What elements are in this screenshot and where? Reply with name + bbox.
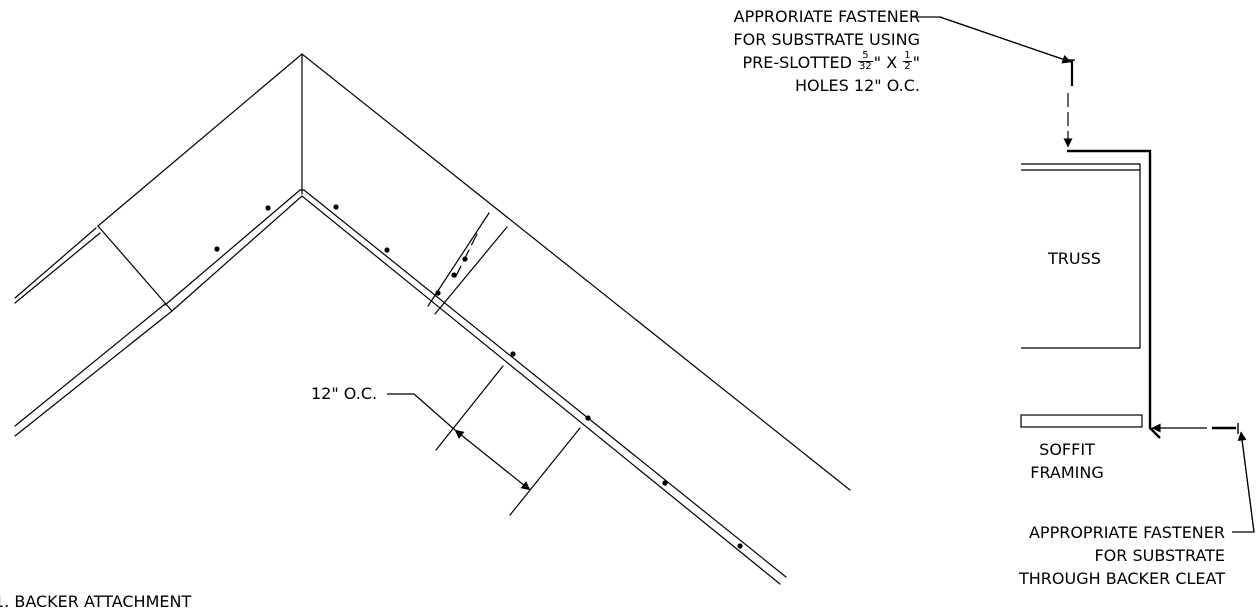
truss-label: TRUSS	[1048, 249, 1101, 268]
frac2-den: 2	[904, 61, 911, 72]
section-detail	[912, 16, 1255, 533]
spacing-arrow	[454, 429, 531, 491]
frac2-num: 1	[903, 50, 912, 62]
soffit-framing-member	[1020, 414, 1143, 428]
backer-cleat	[1067, 149, 1161, 439]
panel-outline	[97, 53, 851, 491]
spacing-label: 12" O.C.	[311, 384, 378, 403]
soffit-label-line2: FRAMING	[1030, 463, 1104, 482]
soffit-framing-label: SOFFIT FRAMING	[1008, 438, 1126, 484]
inch-x: " X	[873, 53, 898, 72]
fastener-dots	[214, 204, 743, 549]
top-fastener-line1: APPRORIATE FASTENER	[733, 7, 920, 26]
frac1-den: 32	[859, 61, 872, 72]
soffit-label-line1: SOFFIT	[1039, 440, 1095, 459]
backer-panel	[14, 53, 851, 585]
bottom-fastener-line3: THROUGH BACKER CLEAT	[1018, 569, 1225, 588]
spacing-dimension	[387, 393, 531, 491]
bottom-fastener-line2: FOR SUBSTRATE	[1094, 546, 1225, 565]
top-fastener-line4: HOLES 12" O.C.	[795, 76, 920, 95]
truss-member	[1021, 163, 1141, 349]
top-fastener-line2: FOR SUBSTRATE USING	[733, 30, 920, 49]
top-fastener-line3-prefix: PRE-SLOTTED	[742, 53, 852, 72]
top-fastener-leader	[912, 16, 1072, 63]
bottom-fastener-note: APPROPRIATE FASTENER FOR SUBSTRATE THROU…	[1019, 521, 1225, 590]
inch-mark: "	[912, 53, 920, 72]
bottom-fastener-line1: APPROPRIATE FASTENER	[1028, 523, 1225, 542]
spacing-leader	[387, 393, 456, 431]
top-fastener-note: APPRORIATE FASTENER FOR SUBSTRATE USING …	[733, 5, 920, 97]
frac1-num: 5	[858, 51, 873, 62]
